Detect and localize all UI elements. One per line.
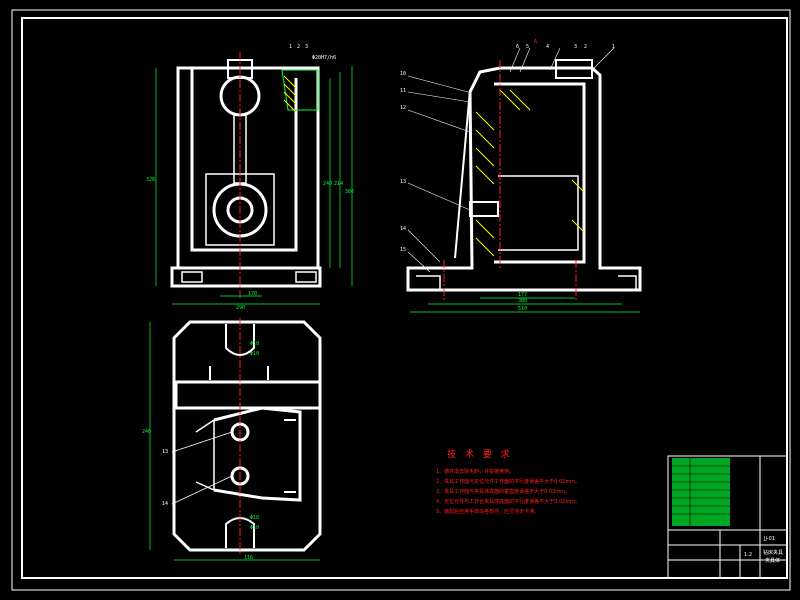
side-dim-d2: 380 (518, 298, 528, 304)
top-dim-height: 240 (142, 429, 152, 435)
front-dim-base: 170 (248, 291, 258, 297)
top-balloon-14: 14 (162, 501, 169, 507)
side-balloon-15: 15 (400, 247, 407, 253)
requirement-line: 2、夹具工作面与定位元件工作面的平行度误差不大于0.02mm。 (436, 479, 581, 485)
side-balloon-6: 6 (516, 44, 520, 50)
side-view-hatch (475, 89, 585, 257)
front-dim-height-left: 328 (146, 177, 156, 183)
side-balloon-1: 1 (612, 44, 616, 50)
front-balloon-3: 3 (305, 44, 309, 50)
requirement-line: 1、铸件需去除毛刺，并锐棱倒钝。 (436, 469, 515, 475)
top-dim-bottom: 116 (244, 555, 254, 561)
top-fit-2: Φ10 (250, 351, 260, 357)
top-view (172, 320, 322, 552)
side-view-tag: A (534, 39, 538, 45)
front-dim-height-right: 306 (345, 189, 355, 195)
top-fit-4: Φ10 (250, 525, 260, 531)
front-dims (155, 66, 353, 305)
top-fit-3: Φ10 (250, 515, 260, 521)
side-balloon-10: 10 (400, 71, 407, 77)
title-block-scale: 1:2 (744, 552, 753, 558)
side-dim-d1: 177 (518, 292, 528, 298)
requirements-title: 技 术 要 求 (447, 450, 513, 460)
requirement-line: 3、夹具工作面与夹具体底面的垂直度误差不大于0.03mm。 (436, 489, 571, 495)
front-fit-note: Φ20H7/h6 (312, 55, 337, 61)
side-centerlines (443, 60, 577, 300)
title-block-drawing-no: JJ-01 (764, 536, 775, 542)
front-balloon-2: 2 (297, 44, 301, 50)
front-view-hatch (283, 75, 297, 113)
side-balloon-14: 14 (400, 226, 407, 232)
title-block-part: 夹具体 (765, 558, 781, 564)
side-leaders (407, 47, 615, 273)
requirement-line: 5、装配后应用手转动各部件，应灵活无卡滞。 (436, 509, 540, 515)
side-balloon-11: 11 (400, 88, 407, 94)
side-dim-d3: 510 (518, 306, 528, 312)
side-view (406, 59, 642, 292)
title-block-name: 钻床夹具 (763, 550, 784, 556)
drawing-border (21, 17, 788, 579)
outer-border (11, 9, 791, 591)
front-dim-bottom: 290 (236, 305, 246, 311)
side-balloon-12: 12 (400, 105, 407, 111)
title-block (667, 455, 788, 579)
parts-list (672, 458, 730, 526)
side-balloon-5: 5 (526, 44, 530, 50)
top-dims (149, 322, 320, 561)
front-view (170, 59, 322, 288)
front-dim-height-inner: 214 (334, 181, 344, 187)
front-balloon-1: 1 (289, 44, 293, 50)
front-dim-height-mid: 240 (323, 181, 333, 187)
top-fit-1: Φ10 (250, 341, 260, 347)
side-balloon-4: 4 (546, 44, 550, 50)
side-balloon-3: 3 (574, 44, 578, 50)
parts-list-rows (672, 458, 730, 526)
side-balloon-2: 2 (584, 44, 588, 50)
side-balloon-13: 13 (400, 179, 407, 185)
side-dims (410, 297, 640, 313)
requirement-line: 4、定位元件与工作台夹具体底面的平行度误差不大于0.02mm。 (436, 499, 581, 505)
top-balloon-13: 13 (162, 449, 169, 455)
